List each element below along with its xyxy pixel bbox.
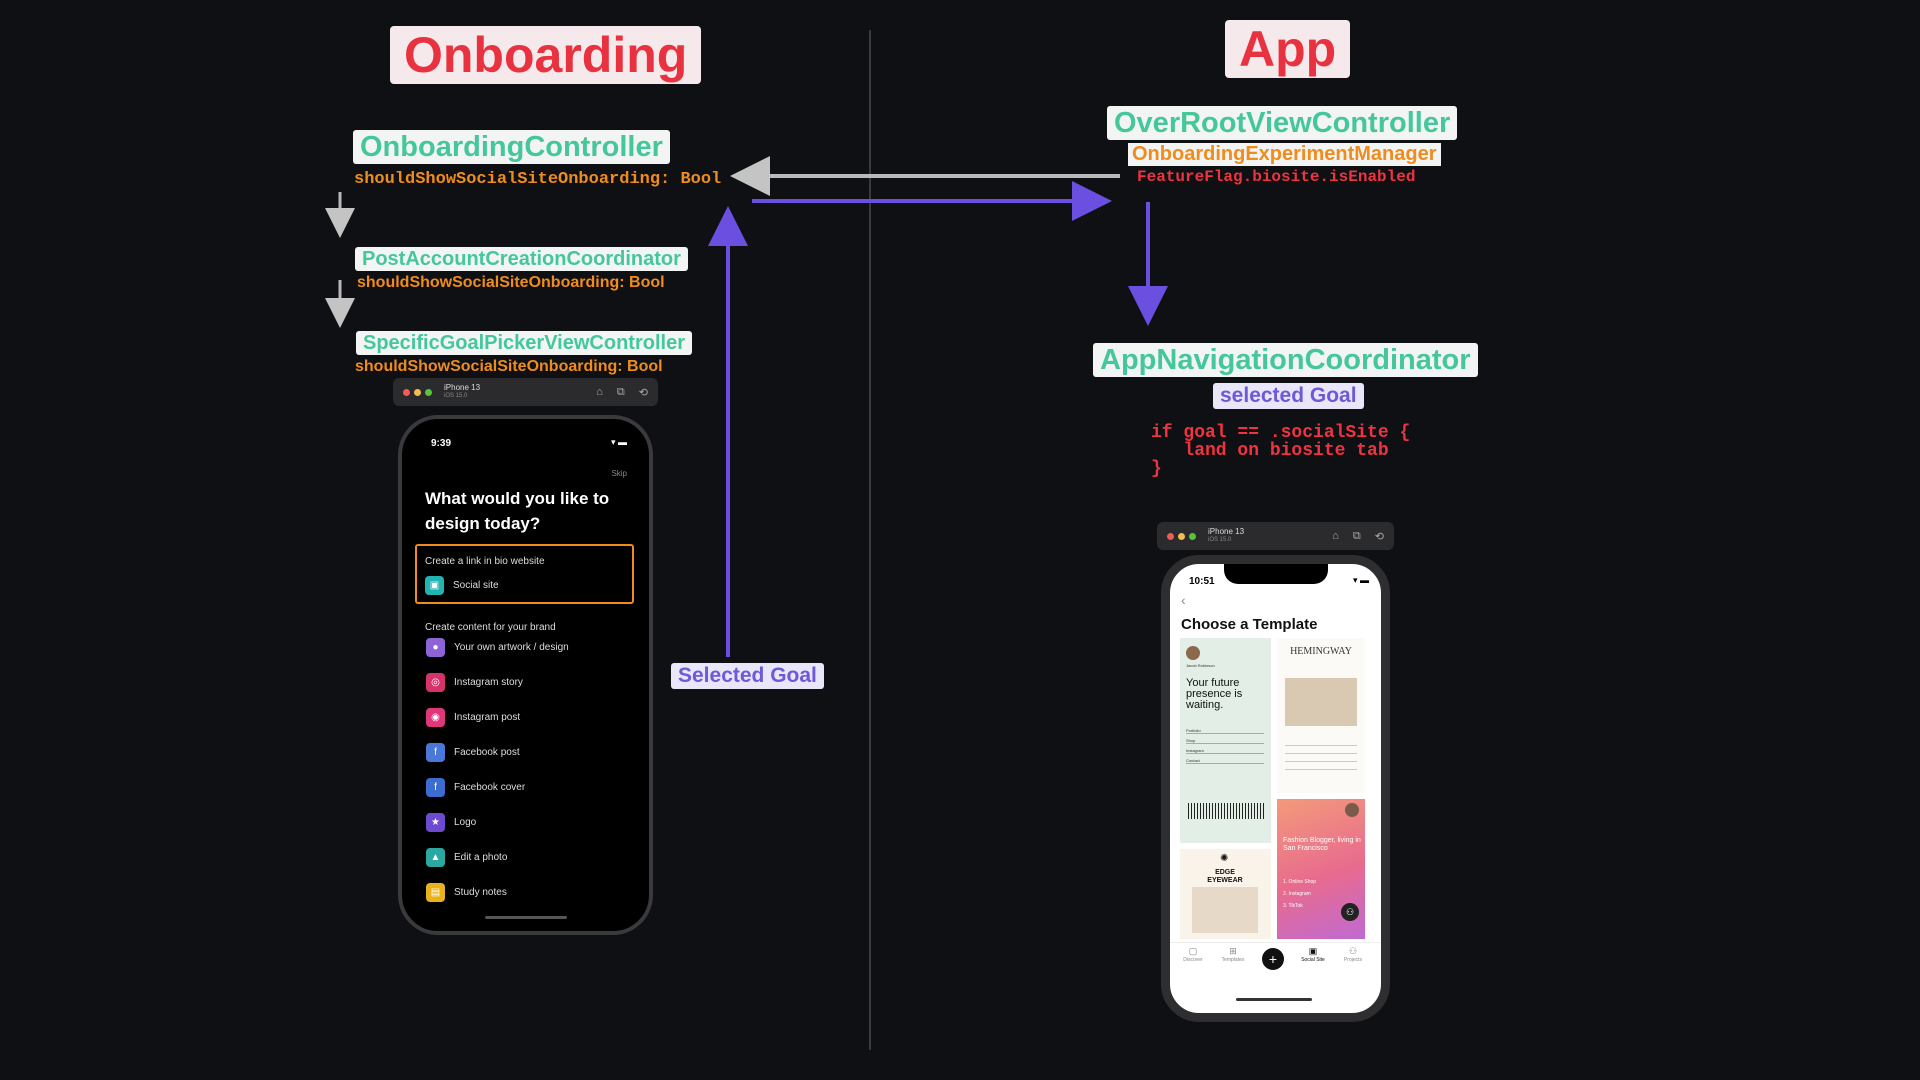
home-icon[interactable]: ⌂	[1332, 529, 1339, 542]
menu-item-study-notes[interactable]: ▤ Study notes	[426, 883, 507, 902]
social-site-option[interactable]: Create a link in bio website ▣ Social si…	[415, 544, 634, 604]
card4-link-1: 1. Online Shop	[1283, 879, 1317, 885]
goal-code-line2: land on biosite tab	[1151, 441, 1389, 461]
left-sim-os: iOS 15.0	[444, 393, 468, 399]
menu-item-logo[interactable]: ★ Logo	[426, 813, 476, 832]
instagram-post-icon: ◉	[426, 708, 445, 727]
card2-photo	[1285, 678, 1357, 726]
card1-name: Jacob Robinson	[1186, 663, 1215, 668]
content-section-label: Create content for your brand	[425, 622, 556, 633]
template-card-fashion[interactable]: Fashion Blogger, living in San Francisco…	[1277, 799, 1365, 939]
social-site-label: Social site	[453, 580, 499, 591]
right-sim-device: iPhone 13	[1208, 527, 1245, 536]
barcode	[1188, 803, 1264, 819]
templates-icon: ⊞	[1229, 946, 1237, 956]
feature-flag-label: FeatureFlag.biosite.isEnabled	[1137, 168, 1416, 186]
left-sim-device: iPhone 13	[444, 383, 481, 392]
onboarding-controller-label: OnboardingController	[353, 130, 670, 164]
status-icons: ▾ ▬	[1352, 575, 1369, 585]
screenshot-icon[interactable]: ⧉	[1352, 529, 1361, 542]
template-card-personal[interactable]: Jacob Robinson Your future presence is w…	[1180, 638, 1271, 843]
card4-link-2: 2. Instagram	[1283, 891, 1311, 897]
section-divider	[869, 30, 871, 1050]
card3-title: EDGE EYEWEAR	[1207, 869, 1243, 884]
home-icon[interactable]: ⌂	[596, 385, 603, 398]
social-site-icon: ▣	[425, 576, 444, 595]
star-icon: ★	[426, 813, 445, 832]
goal-code-line3: }	[1151, 459, 1162, 479]
goal-code-line1: if goal == .socialSite {	[1151, 423, 1411, 443]
app-title: App	[1225, 20, 1351, 78]
rotate-icon[interactable]: ⟲	[1374, 530, 1384, 543]
template-card-hemingway[interactable]: HEMINGWAY	[1277, 638, 1365, 793]
experiment-manager-label: OnboardingExperimentManager	[1128, 143, 1441, 166]
tab-social-site[interactable]: ▣ Social Site	[1298, 946, 1328, 963]
menu-item-facebook-cover[interactable]: f Facebook cover	[426, 778, 525, 797]
projects-icon: ⚇	[1348, 946, 1358, 956]
onboarding-title: Onboarding	[390, 26, 702, 84]
status-icons: ▾ ▬	[610, 437, 627, 447]
home-indicator	[485, 916, 567, 919]
card4-text: Fashion Blogger, living in San Francisco	[1283, 837, 1361, 852]
goal-picker-prop: shouldShowSocialSiteOnboarding: Bool	[355, 358, 663, 375]
design-question-heading: What would you like to design today?	[425, 489, 610, 533]
menu-item-instagram-story[interactable]: ◎ Instagram story	[426, 673, 523, 692]
tab-discover[interactable]: ▢ Discover	[1178, 946, 1208, 963]
left-phone-time: 9:39	[431, 438, 452, 449]
avatar	[1186, 646, 1200, 660]
screenshot-icon[interactable]: ⧉	[616, 385, 625, 398]
rotate-icon[interactable]: ⟲	[638, 386, 648, 399]
menu-item-edit-photo[interactable]: ▲ Edit a photo	[426, 848, 507, 867]
discover-icon: ▢	[1188, 946, 1198, 956]
nav-coordinator-label: AppNavigationCoordinator	[1093, 343, 1478, 377]
facebook-cover-icon: f	[426, 778, 445, 797]
card1-link-2: Shop	[1186, 738, 1264, 744]
phone-notch	[1224, 564, 1328, 584]
sun-icon: ✺	[1220, 853, 1229, 864]
home-indicator	[1236, 998, 1312, 1001]
photo-icon: ▲	[426, 848, 445, 867]
profile-fab-icon[interactable]: ⚇	[1341, 903, 1359, 921]
nav-selected-goal-tag: selected Goal	[1213, 383, 1364, 409]
card1-link-3: Instagram	[1186, 748, 1264, 754]
card1-link-4: Contact	[1186, 758, 1264, 764]
create-plus-button[interactable]: +	[1262, 948, 1284, 970]
facebook-post-icon: f	[426, 743, 445, 762]
menu-item-instagram-post[interactable]: ◉ Instagram post	[426, 708, 520, 727]
menu-item-artwork[interactable]: ● Your own artwork / design	[426, 638, 569, 657]
right-phone-time: 10:51	[1189, 576, 1215, 587]
choose-template-heading: Choose a Template	[1181, 616, 1318, 633]
card1-headline: Your future presence is waiting.	[1186, 677, 1243, 711]
link-section-label: Create a link in bio website	[425, 556, 545, 567]
social-site-tab-icon: ▣	[1308, 946, 1318, 956]
template-card-edge-eyewear[interactable]: ✺ EDGE EYEWEAR	[1180, 849, 1271, 939]
left-phone: 9:39 ▾ ▬ Skip What would you like to des…	[398, 415, 653, 935]
card1-link-1: Portfolio	[1186, 728, 1264, 734]
tab-projects[interactable]: ⚇ Projects	[1338, 946, 1368, 963]
onboarding-controller-prop: shouldShowSocialSiteOnboarding: Bool	[354, 170, 722, 189]
goal-picker-label: SpecificGoalPickerViewController	[356, 331, 692, 355]
card4-avatar	[1345, 803, 1359, 817]
selected-goal-tag: Selected Goal	[671, 663, 824, 689]
card2-lines	[1285, 738, 1357, 770]
tab-templates[interactable]: ⊞ Templates	[1218, 946, 1248, 963]
right-phone: 10:51 ▾ ▬ ‹ Choose a Template Jacob Robi…	[1161, 555, 1390, 1022]
root-controller-label: OverRootViewController	[1107, 106, 1458, 140]
menu-item-facebook-post[interactable]: f Facebook post	[426, 743, 520, 762]
card3-photo	[1192, 887, 1258, 933]
card2-title: HEMINGWAY	[1290, 646, 1352, 657]
back-chevron-icon[interactable]: ‹	[1181, 592, 1186, 608]
right-sim-os: iOS 15.0	[1208, 537, 1232, 543]
notes-icon: ▤	[426, 883, 445, 902]
card4-link-3: 3. TikTok	[1283, 903, 1303, 909]
palette-icon: ●	[426, 638, 445, 657]
post-account-prop: shouldShowSocialSiteOnboarding: Bool	[357, 274, 665, 291]
post-account-coordinator-label: PostAccountCreationCoordinator	[355, 247, 688, 271]
skip-button[interactable]: Skip	[611, 469, 627, 478]
instagram-story-icon: ◎	[426, 673, 445, 692]
